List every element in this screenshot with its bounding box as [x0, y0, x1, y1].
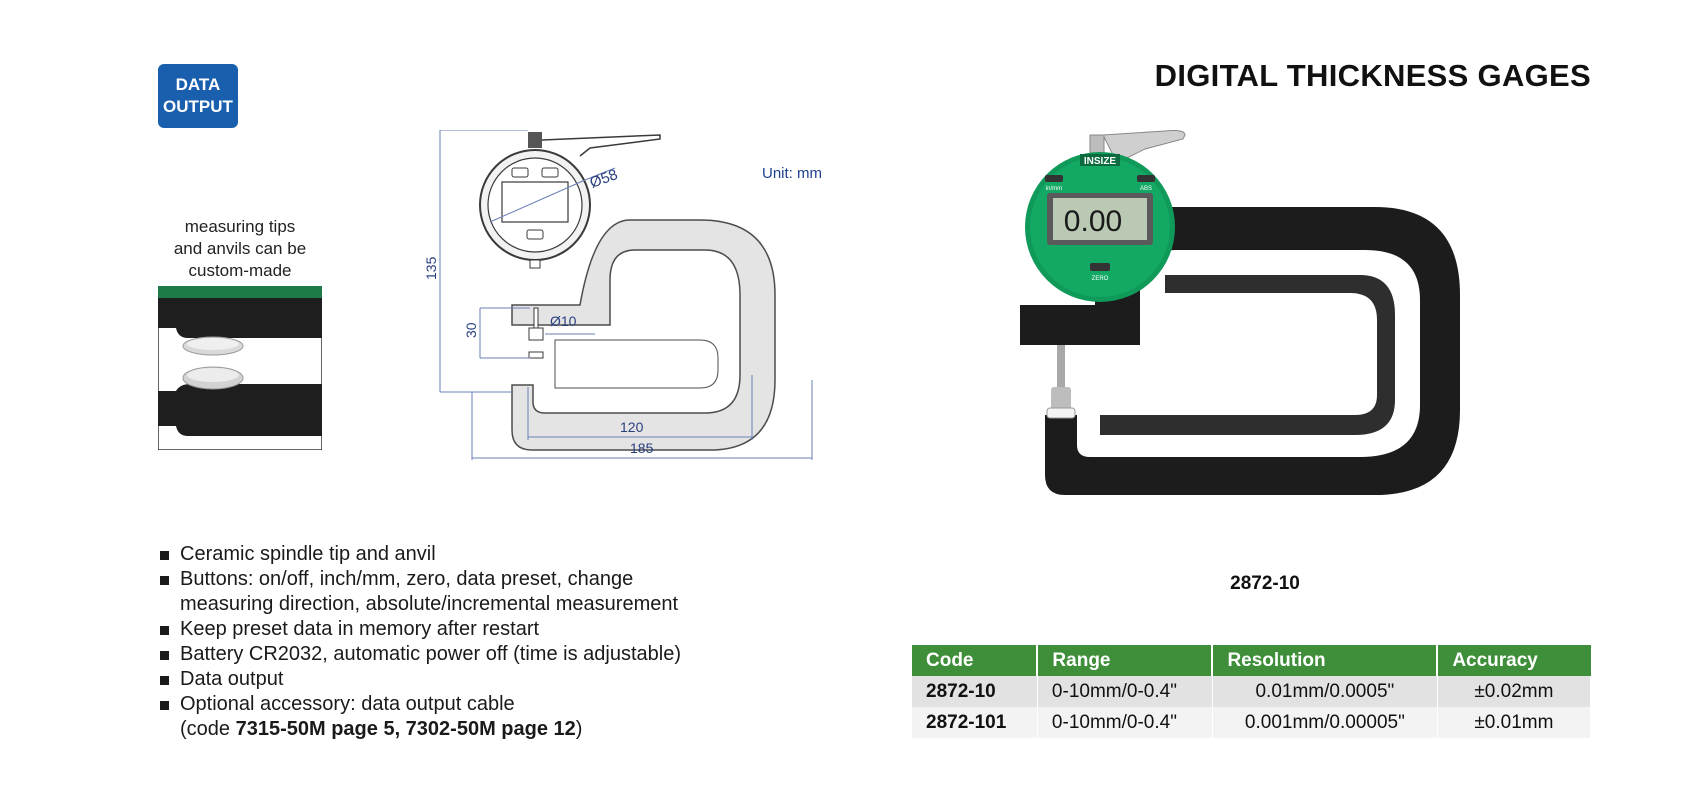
page-title: DIGITAL THICKNESS GAGES [1154, 58, 1591, 93]
btn-zero-label: ZERO [1092, 276, 1109, 282]
brand-logo: INSIZE [1084, 156, 1117, 167]
table-header-row: Code Range Resolution Accuracy [912, 645, 1591, 676]
feature-item: Buttons: on/off, inch/mm, zero, data pre… [160, 567, 800, 592]
header-accuracy: Accuracy [1437, 645, 1591, 676]
accessory-suffix: ) [575, 718, 583, 740]
tip-caption: measuring tips and anvils can be custom-… [158, 216, 322, 282]
accessory-code-line: (code 7315-50M page 5, 7302-50M page 12) [160, 717, 800, 742]
accessory-prefix: (code [180, 718, 236, 740]
accessory-codes: 7315-50M page 5, 7302-50M page 12 [235, 718, 576, 740]
cell-accuracy: ±0.02mm [1437, 676, 1592, 707]
cell-range: 0-10mm/0-0.4" [1037, 707, 1213, 738]
cell-accuracy: ±0.01mm [1437, 707, 1592, 738]
btn-inmm-label: in/mm [1046, 186, 1062, 192]
feature-item: Keep preset data in memory after restart [160, 617, 800, 642]
unit-label: Unit: mm [762, 165, 822, 182]
tip-caption-line-1: measuring tips [184, 217, 296, 236]
dim-overall-width: 185 [630, 440, 654, 456]
tip-caption-line-3: custom-made [188, 261, 292, 280]
data-output-badge: DATA OUTPUT [158, 64, 238, 128]
model-caption: 2872-10 [1230, 573, 1300, 594]
btn-abs-label: ABS [1140, 186, 1152, 192]
header-resolution: Resolution [1212, 645, 1439, 676]
feature-item: Data output [160, 667, 800, 692]
header-code: Code [912, 645, 1039, 676]
lcd-reading: 0.00 [1064, 205, 1122, 238]
feature-item-continuation: measuring direction, absolute/incrementa… [180, 593, 679, 615]
dim-dial-diameter: Ø58 [588, 166, 620, 192]
badge-line-1: DATA [175, 75, 221, 94]
dim-height: 135 [423, 256, 439, 280]
spec-table: Code Range Resolution Accuracy 2872-10 0… [912, 645, 1592, 738]
tip-caption-line-2: and anvils can be [173, 239, 307, 258]
cell-resolution: 0.01mm/0.0005" [1212, 676, 1438, 707]
table-row: 2872-10 0-10mm/0-0.4" 0.01mm/0.0005" ±0.… [912, 676, 1592, 707]
measuring-tips-photo [158, 286, 322, 450]
cell-code: 2872-10 [912, 676, 1038, 707]
cell-range: 0-10mm/0-0.4" [1037, 676, 1213, 707]
feature-list: Ceramic spindle tip and anvil Buttons: o… [160, 542, 800, 742]
cell-resolution: 0.001mm/0.00005" [1212, 707, 1438, 738]
technical-drawing: 135 30 120 185 Ø10 Ø58 [423, 130, 813, 460]
feature-item: Ceramic spindle tip and anvil [160, 542, 800, 567]
dim-depth: 30 [463, 322, 479, 338]
product-photo: INSIZE in/mm ABS 0.00 ZERO [1020, 130, 1460, 495]
feature-item: Battery CR2032, automatic power off (tim… [160, 642, 800, 667]
header-range: Range [1037, 645, 1214, 676]
dim-inner-width: 120 [620, 419, 644, 435]
cell-code: 2872-101 [912, 707, 1038, 738]
table-row: 2872-101 0-10mm/0-0.4" 0.001mm/0.00005" … [912, 707, 1592, 738]
feature-item: Optional accessory: data output cable [160, 692, 800, 717]
badge-line-2: OUTPUT [163, 97, 233, 116]
dim-tip-diameter: Ø10 [550, 313, 577, 329]
